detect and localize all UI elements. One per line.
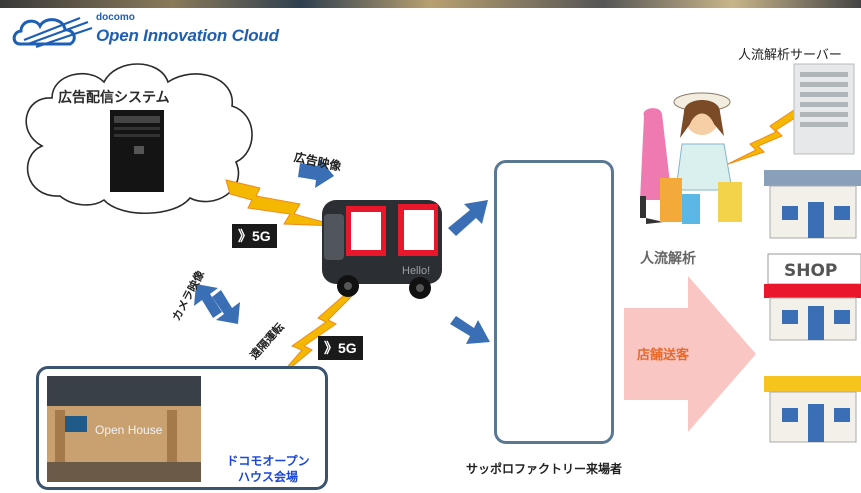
server-icon bbox=[110, 110, 164, 192]
shop-icon bbox=[764, 170, 861, 239]
analysis-server-label: 人流解析サーバー bbox=[738, 48, 842, 63]
venue-photo: Open House bbox=[47, 376, 201, 482]
lightning-icon bbox=[225, 179, 339, 227]
flow-analysis-label: 人流解析 bbox=[640, 251, 696, 267]
5g-badge: 》5G bbox=[232, 224, 277, 248]
bus-icon: Hello! bbox=[322, 200, 442, 299]
logo-main-text: Open Innovation Cloud bbox=[96, 26, 279, 45]
venue-label: ドコモオープン ハウス会場 bbox=[218, 453, 318, 485]
visitors-group-box bbox=[494, 160, 614, 444]
arrow-to-visitors-top bbox=[448, 200, 488, 236]
arrow-ad-video bbox=[298, 158, 334, 188]
top-photo-strip bbox=[0, 0, 861, 8]
venue-photo-sign: Open House bbox=[95, 423, 163, 437]
arrow-camera-video bbox=[194, 284, 240, 324]
ad-system-label: 広告配信システム bbox=[58, 90, 170, 106]
shopper-illustration bbox=[640, 92, 742, 224]
store-sending-label: 店舗送客 bbox=[637, 348, 690, 363]
lightning-icon bbox=[727, 109, 799, 165]
cloud-logo-icon bbox=[12, 16, 93, 49]
docomo-logo: docomo Open Innovation Cloud bbox=[10, 10, 310, 54]
store-sending-arrow bbox=[624, 276, 756, 432]
bus-hello-text: Hello! bbox=[402, 265, 430, 277]
venue-label-line1: ドコモオープン bbox=[226, 454, 310, 468]
logo-sub-text: docomo bbox=[96, 12, 135, 23]
arrow-to-visitors-bottom bbox=[450, 316, 490, 344]
venue-label-line2: ハウス会場 bbox=[237, 470, 298, 484]
shop-icon bbox=[764, 376, 861, 443]
shop-icon: SHOP bbox=[764, 253, 861, 341]
5g-badge: 》5G bbox=[318, 336, 363, 360]
visitors-label: サッポロファクトリー来場者 bbox=[466, 462, 623, 476]
shop-sign-text: SHOP bbox=[784, 261, 837, 281]
lightning-icon bbox=[275, 289, 353, 381]
analysis-server-icon bbox=[793, 63, 855, 155]
